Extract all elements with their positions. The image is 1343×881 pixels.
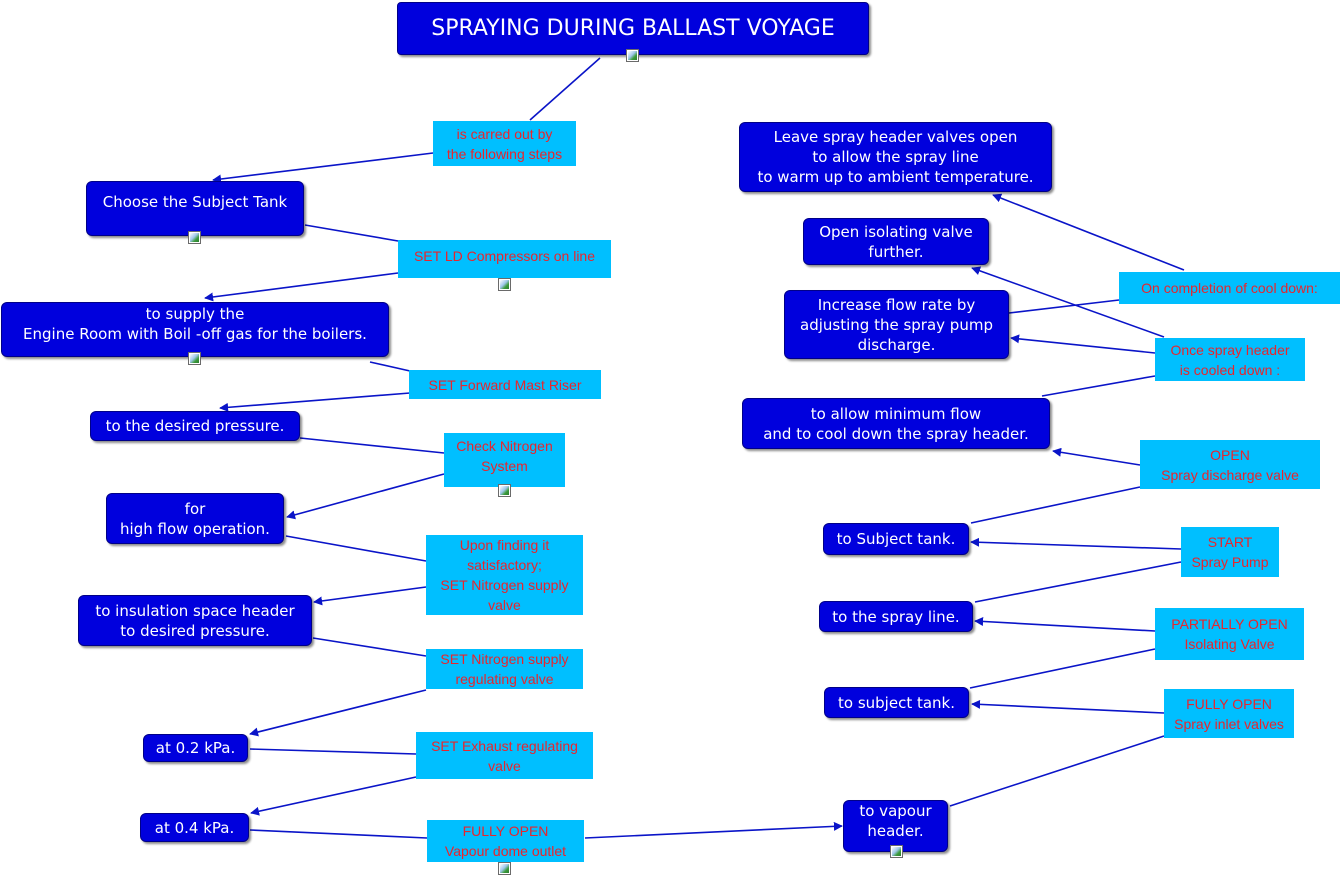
concept-supply-engine-room[interactable]: to supply the Engine Room with Boil -off… [1,302,389,357]
image-attachment-icon[interactable] [626,49,639,62]
link-line [313,586,427,606]
link-line [212,152,434,184]
phrase-upon-finding[interactable]: Upon finding it satisfactory; SET Nitrog… [426,535,583,615]
concept-open-isolating-further[interactable]: Open isolating valve further. [803,218,989,265]
phrase-on-completion[interactable]: On completion of cool down: [1119,272,1340,304]
phrase-partially-open-isolating[interactable]: PARTIALLY OPEN Isolating Valve [1155,608,1304,660]
link-line [249,748,417,755]
concept-leave-valves-open[interactable]: Leave spray header valves open to allow … [739,122,1052,192]
phrase-fully-open-spray-inlet[interactable]: FULLY OPEN Spray inlet valves [1164,689,1294,738]
link-line [219,392,411,412]
concept-spray-line[interactable]: to the spray line. [819,601,973,632]
link-line [970,537,1182,550]
link-line [1041,375,1156,397]
concept-desired-pressure[interactable]: to the desired pressure. [90,411,300,441]
link-line [992,193,1185,271]
link-line [1010,334,1156,354]
phrase-carried-out[interactable]: is carred out by the following steps [433,121,576,166]
phrase-check-nitrogen[interactable]: Check Nitrogen System [444,433,565,487]
phrase-start-spray-pump[interactable]: START Spray Pump [1181,527,1279,577]
image-attachment-icon[interactable] [188,352,201,365]
link-line [949,735,1165,807]
link-line [204,272,399,302]
image-attachment-icon[interactable] [890,845,903,858]
link-line [299,437,445,454]
phrase-set-exhaust[interactable]: SET Exhaust regulating valve [416,732,593,779]
phrase-open-spray-discharge[interactable]: OPEN Spray discharge valve [1140,440,1320,489]
phrase-set-regulating-valve[interactable]: SET Nitrogen supply regulating valve [426,649,583,689]
link-line [971,266,1165,338]
link-line [1008,299,1120,314]
diagram-title[interactable]: SPRAYING DURING BALLAST VOYAGE [397,2,869,55]
link-line [285,535,427,562]
link-line [969,648,1156,689]
concept-subject-tank-upper[interactable]: to Subject tank. [823,523,969,555]
link-line [970,486,1141,524]
link-line [369,361,411,372]
image-attachment-icon[interactable] [498,484,511,497]
image-attachment-icon[interactable] [498,862,511,875]
phrase-set-mast-riser[interactable]: SET Forward Mast Riser [409,370,601,399]
concept-increase-flow[interactable]: Increase flow rate by adjusting the spra… [784,290,1009,359]
concept-at-0-2-kpa[interactable]: at 0.2 kPa. [143,734,248,762]
link-line [971,699,1165,714]
link-line [249,689,427,737]
link-line [584,821,843,839]
link-line [250,776,417,816]
link-line [304,224,399,242]
phrase-set-ld-compressors[interactable]: SET LD Compressors on line [398,240,611,278]
image-attachment-icon[interactable] [188,231,201,244]
link-line [1052,447,1141,466]
link-line [974,561,1182,603]
concept-vapour-header[interactable]: to vapour header. [843,800,948,852]
link-line [249,829,428,839]
concept-insulation-header[interactable]: to insulation space header to desired pr… [78,595,312,646]
concept-minimum-flow[interactable]: to allow minimum flow and to cool down t… [742,398,1050,449]
link-line [312,637,427,657]
link-line [286,473,445,520]
concept-choose-tank[interactable]: Choose the Subject Tank [86,181,304,236]
concept-subject-tank-lower[interactable]: to subject tank. [824,687,969,718]
link-line [974,616,1156,632]
concept-high-flow[interactable]: for high flow operation. [106,493,284,544]
link-line [529,57,601,121]
concept-at-0-4-kpa[interactable]: at 0.4 kPa. [140,813,249,842]
image-attachment-icon[interactable] [498,278,511,291]
phrase-fully-open-vapour-dome[interactable]: FULLY OPEN Vapour dome outlet [427,820,584,862]
phrase-once-cooled-down[interactable]: Once spray header is cooled down : [1155,338,1305,381]
